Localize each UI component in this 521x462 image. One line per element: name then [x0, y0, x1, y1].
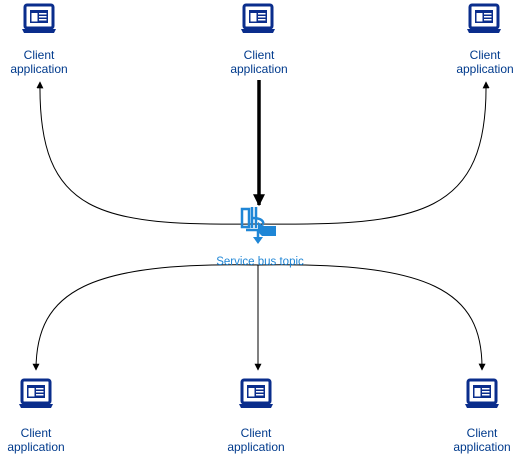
laptop-icon: [239, 3, 277, 35]
node-top-center: Client application: [230, 3, 288, 76]
service-bus-topic-icon: [240, 207, 276, 244]
node-top-left: Client application: [10, 3, 68, 76]
node-label-line1: Client: [24, 48, 55, 62]
laptop-icon: [20, 3, 58, 35]
node-label-line2: application: [456, 62, 513, 76]
node-top-right: Client application: [456, 3, 514, 76]
service-bus-topic: Service bus topic: [216, 207, 304, 268]
node-label-line1: Client: [470, 48, 501, 62]
node-bottom-center: Client application: [227, 378, 285, 454]
node-label-line1: Client: [244, 48, 275, 62]
node-label-line1: Client: [21, 426, 52, 440]
node-label-line2: application: [10, 62, 67, 76]
connector-topic-to-top-right: [257, 81, 490, 225]
node-label-line2: application: [453, 440, 510, 454]
laptop-icon: [237, 378, 275, 410]
connector-topic-to-bottom-left: [32, 264, 259, 371]
connector-topic-to-bottom-right: [257, 264, 486, 371]
node-label-line2: application: [7, 440, 64, 454]
node-bottom-left: Client application: [7, 378, 65, 454]
laptop-icon: [465, 3, 503, 35]
connector-topic-to-top-left: [36, 81, 259, 225]
node-bottom-right: Client application: [453, 378, 511, 454]
node-label-line1: Client: [241, 426, 272, 440]
node-label-line2: application: [227, 440, 284, 454]
topic-label: Service bus topic: [216, 256, 304, 268]
laptop-icon: [17, 378, 55, 410]
node-label-line2: application: [230, 62, 287, 76]
laptop-icon: [463, 378, 501, 410]
node-label-line1: Client: [467, 426, 498, 440]
